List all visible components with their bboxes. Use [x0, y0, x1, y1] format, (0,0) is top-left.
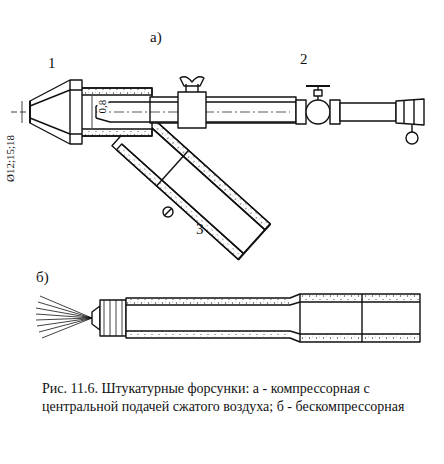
hose-fitting: [340, 103, 396, 121]
callout-number: 3: [196, 222, 204, 237]
section-letter: а): [150, 30, 162, 45]
dimension: Ø12;15;18: [5, 134, 16, 183]
clamp-screw: [163, 207, 173, 217]
barrel: [126, 294, 420, 342]
wing-nut: [180, 77, 204, 92]
air-tube: [150, 97, 296, 123]
section-letter: б): [36, 270, 49, 285]
nozzle-nut: [100, 300, 126, 336]
callout-number: 1: [48, 56, 56, 71]
figure-caption: Рис. 11.6. Штукатурные форсунки: а - ком…: [42, 380, 422, 415]
callout-number: 2: [300, 52, 308, 67]
valve: [306, 100, 330, 124]
nozzle-tip: [30, 80, 82, 144]
dimension: 0,8: [97, 99, 108, 115]
spray-fan: [36, 296, 92, 338]
